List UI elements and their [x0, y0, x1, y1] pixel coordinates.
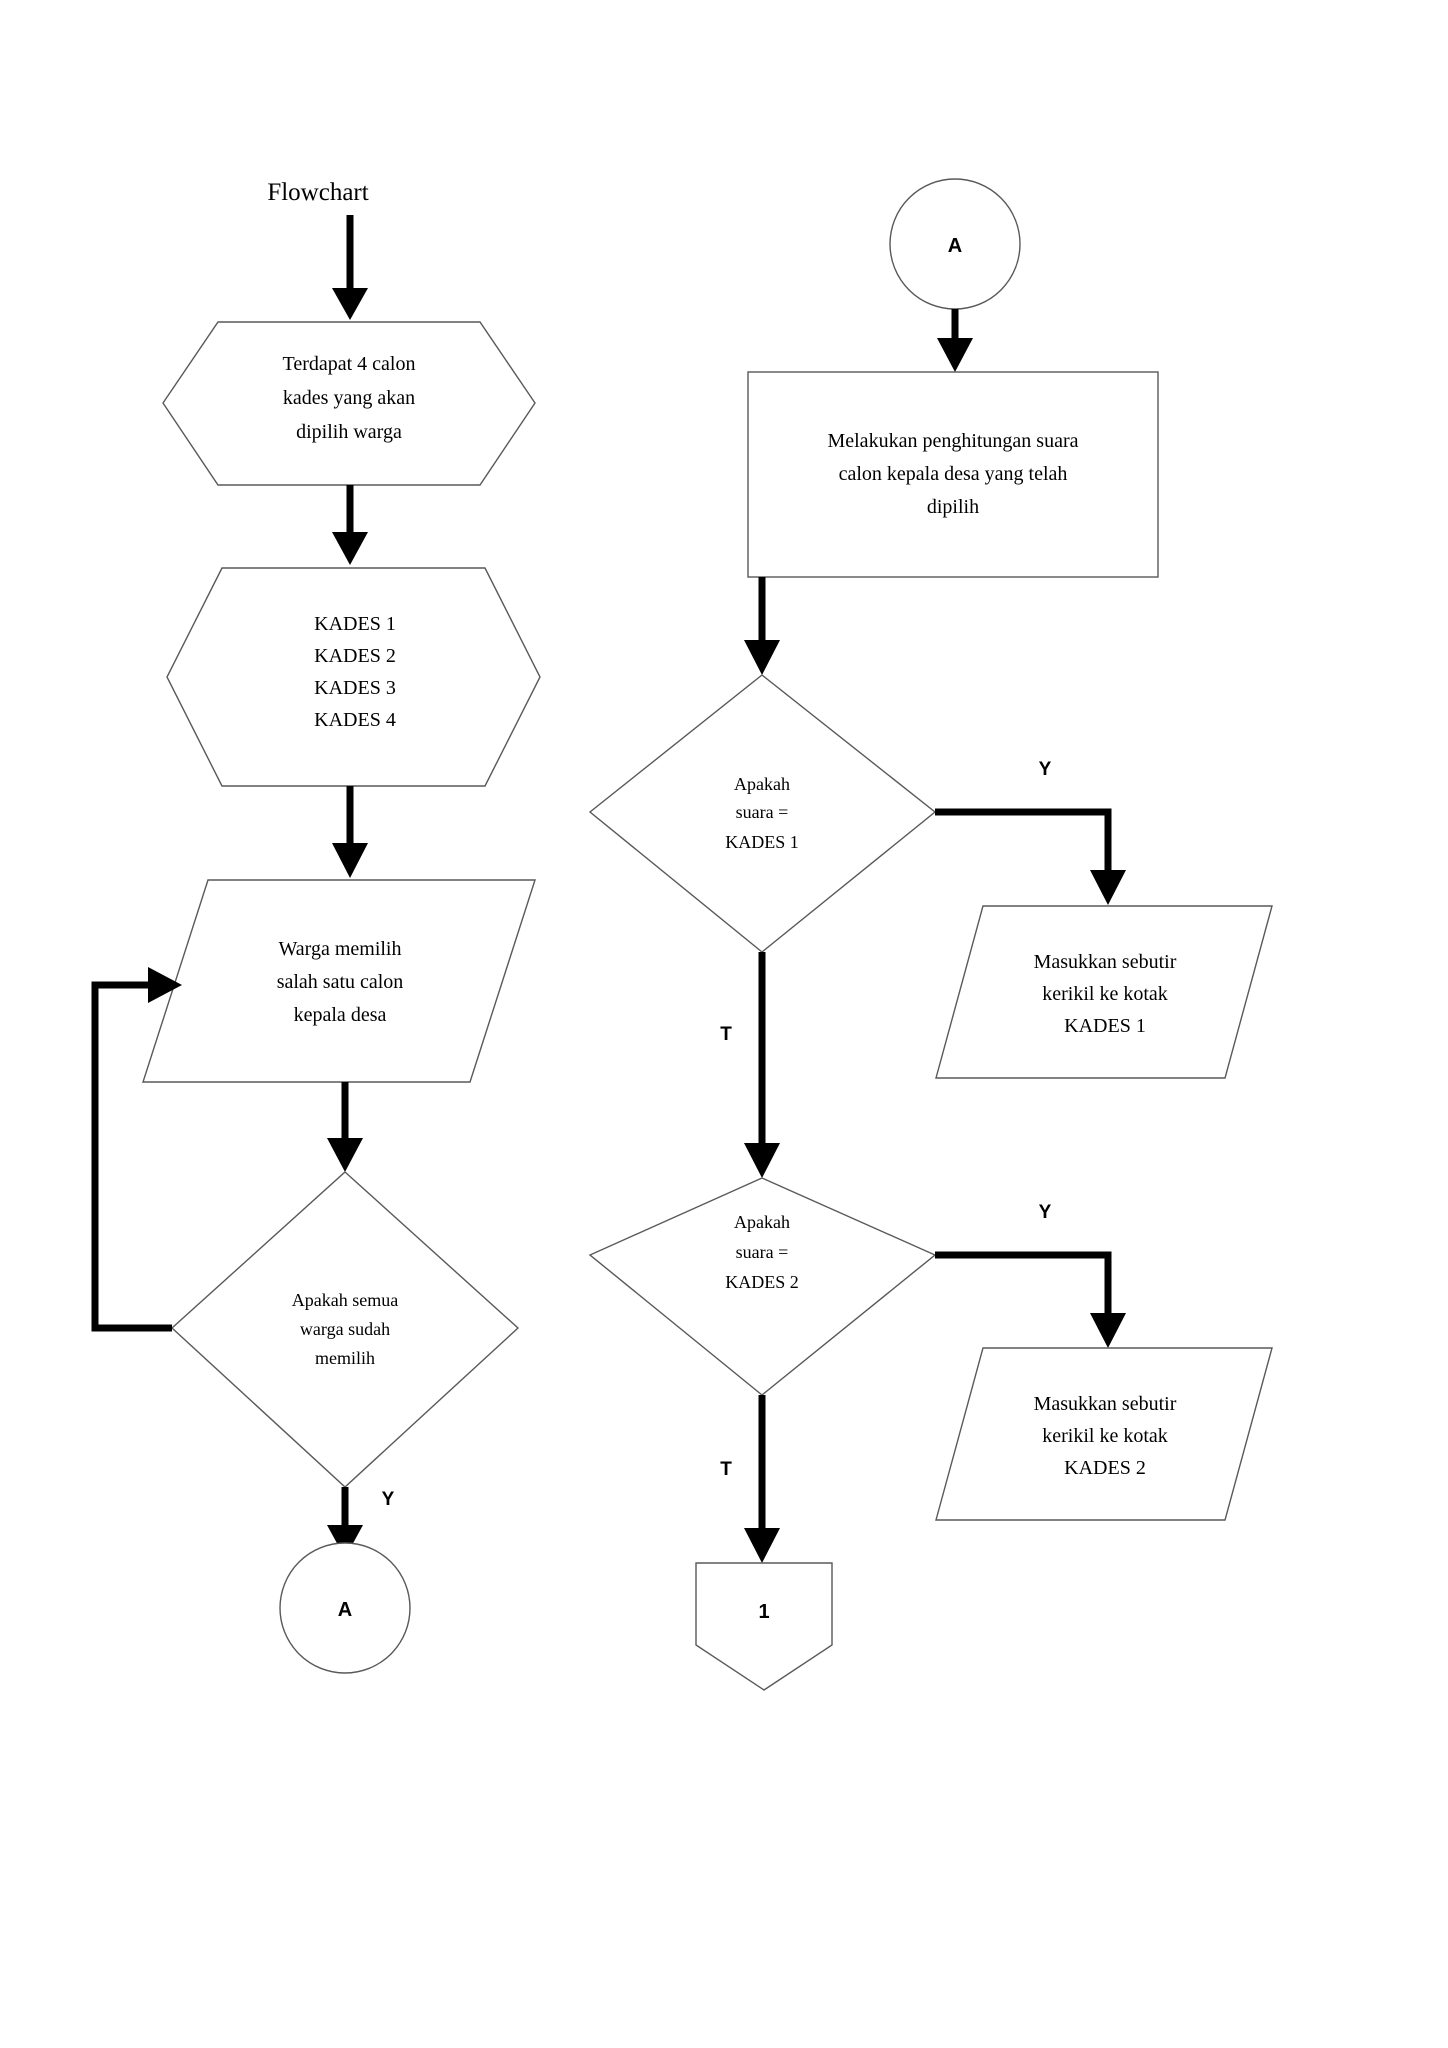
node-masukkan-kerikil-kades1-line2: kerikil ke kotak: [1042, 983, 1168, 1005]
node-apakah-suara-kades2-line3: KADES 2: [725, 1272, 799, 1292]
node-warga-memilih-line1: Warga memilih: [279, 938, 402, 960]
node-masukkan-kerikil-kades1-line1: Masukkan sebutir: [1034, 951, 1177, 973]
node-apakah-semua-warga[interactable]: Apakah semua warga sudah memilih: [170, 1171, 520, 1488]
branch-label-right-yes-2: Y: [1039, 1202, 1052, 1223]
node-apakah-suara-kades1[interactable]: Apakah suara = KADES 1: [588, 674, 937, 953]
node-warga-memilih[interactable]: Warga memilih salah satu calon kepala de…: [142, 879, 536, 1083]
edge-n2-to-n3: [332, 786, 368, 878]
node-connector-a-right[interactable]: A: [889, 178, 1021, 310]
node-terdapat-4-calon-line2: kades yang akan: [283, 387, 415, 409]
node-masukkan-kerikil-kades1-line3: KADES 1: [1064, 1015, 1146, 1037]
node-apakah-semua-warga-line3: memilih: [315, 1348, 375, 1368]
node-masukkan-kerikil-kades2-line2: kerikil ke kotak: [1042, 1425, 1168, 1447]
edge-n8-to-n10: [744, 952, 780, 1178]
page-title: Flowchart: [267, 179, 368, 206]
node-apakah-suara-kades2[interactable]: Apakah suara = KADES 2: [588, 1177, 937, 1396]
node-melakukan-penghitungan[interactable]: Melakukan penghitungan suara calon kepal…: [747, 371, 1159, 578]
node-kades-list-line2: KADES 2: [314, 645, 396, 667]
node-kades-list-line4: KADES 4: [314, 709, 396, 731]
branch-label-right-no-1: T: [720, 1024, 732, 1045]
node-masukkan-kerikil-kades2[interactable]: Masukkan sebutir kerikil ke kotak KADES …: [935, 1347, 1273, 1521]
edge-n1-to-n2: [332, 485, 368, 565]
node-connector-a-left[interactable]: A: [279, 1542, 411, 1674]
node-apakah-suara-kades1-line2: suara =: [736, 802, 789, 822]
node-masukkan-kerikil-kades2-line1: Masukkan sebutir: [1034, 1393, 1177, 1415]
node-kades-list-line1: KADES 1: [314, 613, 396, 635]
node-connector-a-left-label: A: [338, 1599, 352, 1621]
edge-n4-loop-to-n3: [91, 967, 182, 1332]
edge-n8-to-n9: [935, 808, 1126, 905]
node-apakah-semua-warga-line2: warga sudah: [300, 1319, 390, 1339]
branch-label-right-yes-1: Y: [1039, 759, 1052, 780]
node-apakah-semua-warga-line1: Apakah semua: [292, 1290, 398, 1310]
node-warga-memilih-line3: kepala desa: [294, 1004, 387, 1026]
node-apakah-suara-kades2-line2: suara =: [736, 1242, 789, 1262]
node-connector-1[interactable]: 1: [695, 1562, 833, 1691]
node-kades-list-line3: KADES 3: [314, 677, 396, 699]
edge-n4-to-n5: [327, 1487, 363, 1558]
edge-n10-to-n12: [744, 1395, 780, 1563]
node-apakah-suara-kades2-line1: Apakah: [734, 1212, 790, 1232]
node-melakukan-penghitungan-line3: dipilih: [927, 496, 979, 518]
node-masukkan-kerikil-kades1[interactable]: Masukkan sebutir kerikil ke kotak KADES …: [935, 905, 1273, 1079]
node-terdapat-4-calon-line1: Terdapat 4 calon: [283, 353, 416, 375]
node-warga-memilih-line2: salah satu calon: [277, 971, 404, 993]
edge-n10-to-n11: [935, 1251, 1126, 1348]
node-apakah-suara-kades1-line1: Apakah: [734, 774, 790, 794]
node-melakukan-penghitungan-line1: Melakukan penghitungan suara: [827, 430, 1078, 452]
branch-label-right-no-2: T: [720, 1459, 732, 1480]
edge-title-to-n1: [332, 215, 368, 320]
edge-n3-to-n4: [327, 1082, 363, 1172]
edge-n7-to-n8: [744, 577, 780, 675]
node-masukkan-kerikil-kades2-line3: KADES 2: [1064, 1457, 1146, 1479]
node-kades-list[interactable]: KADES 1 KADES 2 KADES 3 KADES 4: [166, 567, 541, 787]
node-connector-1-label: 1: [758, 1601, 769, 1623]
node-apakah-suara-kades1-line3: KADES 1: [725, 832, 799, 852]
node-terdapat-4-calon[interactable]: Terdapat 4 calon kades yang akan dipilih…: [162, 321, 536, 486]
branch-label-left-yes: Y: [382, 1489, 395, 1510]
node-terdapat-4-calon-line3: dipilih warga: [296, 421, 402, 443]
node-connector-a-right-label: A: [948, 235, 962, 257]
node-melakukan-penghitungan-line2: calon kepala desa yang telah: [839, 463, 1068, 485]
edge-n6-to-n7: [937, 309, 973, 372]
